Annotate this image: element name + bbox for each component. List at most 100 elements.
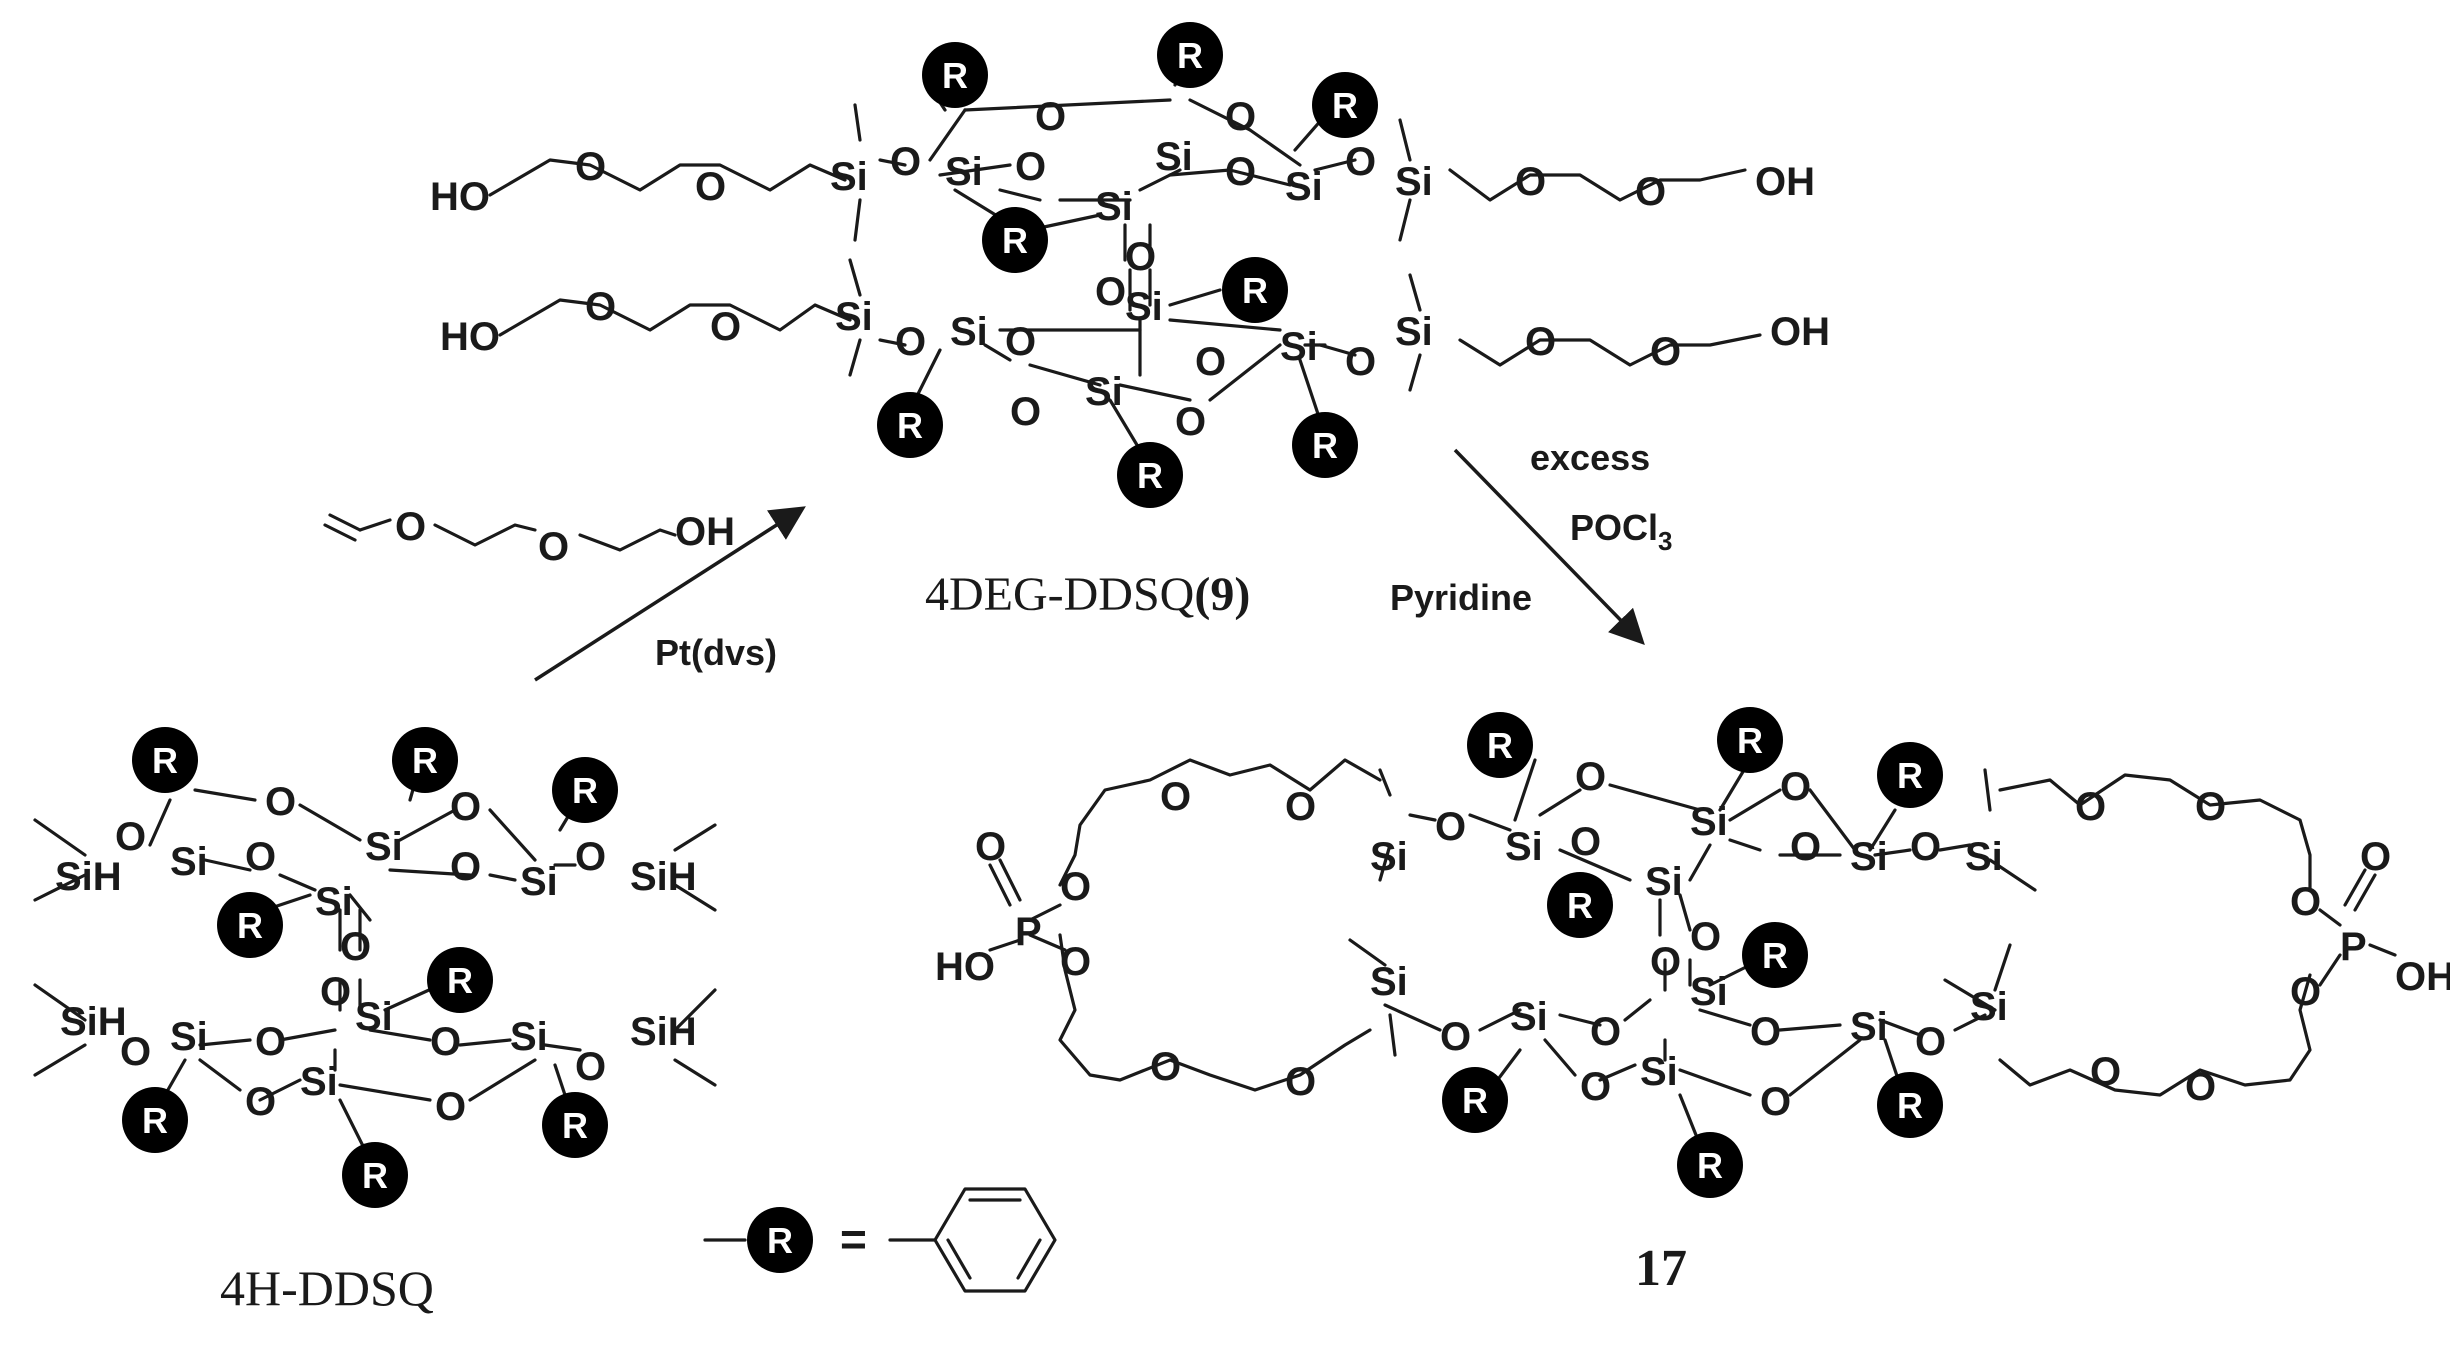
r-label: R	[1487, 725, 1513, 766]
o-label: O	[450, 845, 481, 889]
r-circle	[132, 727, 198, 793]
o-label: O	[265, 780, 296, 824]
p-label: P	[2340, 925, 2367, 969]
o-label: O	[1790, 825, 1821, 869]
r-label: R	[447, 960, 473, 1001]
r-label: R	[1177, 35, 1203, 76]
si-label: Si	[1395, 310, 1433, 354]
ether-o-label: O	[1525, 320, 1556, 364]
o-label: O	[1035, 95, 1066, 139]
o-label: O	[1125, 235, 1156, 279]
r-circle	[342, 1142, 408, 1208]
r-circle	[122, 1087, 188, 1153]
o-label: O	[245, 835, 276, 879]
o-label: O	[1195, 340, 1226, 384]
si-label: Si	[1690, 970, 1728, 1014]
r-circle	[1717, 707, 1783, 773]
o-label: O	[1345, 340, 1376, 384]
r-circle	[922, 42, 988, 108]
phosphate-right: O O P OH O	[2290, 835, 2450, 1014]
ether-o-label: O	[2195, 785, 2226, 829]
sih-label: SiH	[630, 855, 697, 899]
r-circle	[1442, 1067, 1508, 1133]
crown-ring-right-lower	[1998, 973, 2312, 1097]
p-o: O	[1060, 865, 1091, 909]
crown-ring-left	[1058, 758, 1382, 887]
r-circle	[1312, 72, 1378, 138]
si-label: Si	[315, 880, 353, 924]
sih-label: SiH	[55, 855, 122, 899]
o-label: O	[255, 1020, 286, 1064]
o-label: O	[1570, 820, 1601, 864]
si-label: Si	[1505, 825, 1543, 869]
sih-label: SiH	[630, 1010, 697, 1054]
r-groups-top: R R R R R R R R	[877, 22, 1378, 508]
o-label: O	[1225, 95, 1256, 139]
o-label: O	[1750, 1010, 1781, 1054]
o-label: O	[340, 925, 371, 969]
r-label: R	[1462, 1080, 1488, 1121]
o-label: O	[320, 970, 351, 1014]
si-label: Si	[835, 295, 873, 339]
cage-bonds	[33, 753, 717, 1152]
si-label: Si	[1640, 1050, 1678, 1094]
r-label: R	[897, 405, 923, 446]
cage-bonds	[1383, 758, 1987, 1147]
methyl-stubs	[848, 103, 1422, 392]
start-caption: 4H-DDSQ	[220, 1260, 434, 1316]
p-o: O	[2290, 880, 2321, 924]
o-label: O	[1910, 825, 1941, 869]
si-label: Si	[510, 1015, 548, 1059]
r-circle	[1467, 712, 1533, 778]
r-label: R	[1312, 425, 1338, 466]
ether-o-label: O	[1160, 775, 1191, 819]
si-label: Si	[365, 825, 403, 869]
si-label: Si	[300, 1060, 338, 1104]
r-circle	[427, 947, 493, 1013]
r-circle	[1742, 922, 1808, 988]
p-oxo: O	[2360, 835, 2391, 879]
r-circle	[392, 727, 458, 793]
catalyst-label: Pt(dvs)	[655, 632, 777, 673]
o-label: O	[1440, 1015, 1471, 1059]
ether-o-label: O	[695, 165, 726, 209]
r-groups-product: R R R R R R R R	[1442, 707, 1943, 1198]
o-label: O	[1175, 400, 1206, 444]
si-label: Si	[1395, 160, 1433, 204]
o-label: O	[430, 1020, 461, 1064]
phenyl-ring-icon	[933, 1187, 1057, 1293]
ether-o-label: O	[710, 305, 741, 349]
r-label: R	[142, 1100, 168, 1141]
si-label: Si	[1285, 165, 1323, 209]
reaction-arrow-2	[1453, 448, 1645, 646]
si-label: Si	[1850, 835, 1888, 879]
si-label: Si	[1085, 370, 1123, 414]
r-circle	[1877, 742, 1943, 808]
r-label: R	[237, 905, 263, 946]
r-circle	[982, 207, 1048, 273]
o-label: O	[575, 835, 606, 879]
si-label: Si	[1280, 325, 1318, 369]
r-circle	[552, 757, 618, 823]
r-label: R	[1137, 455, 1163, 496]
o-label: O	[1760, 1080, 1791, 1124]
deg-chain-top-right	[1448, 168, 1747, 202]
oh-label: OH	[1770, 310, 1830, 354]
legend-r-label: R	[767, 1220, 793, 1261]
r-circle	[1117, 442, 1183, 508]
sih-label: SiH	[60, 1000, 127, 1044]
r-label: R	[572, 770, 598, 811]
p-o: O	[1060, 940, 1091, 984]
r-label: R	[562, 1105, 588, 1146]
r-label: R	[362, 1155, 388, 1196]
ether-o-label: O	[1515, 160, 1546, 204]
r-label: R	[1762, 935, 1788, 976]
reagent-pocl3: POCl3	[1570, 507, 1672, 556]
reagent-vinyl-deg: O O OH	[323, 505, 735, 569]
r-circle	[877, 392, 943, 458]
si-label: Si	[1690, 800, 1728, 844]
ether-o-label: O	[1285, 1060, 1316, 1104]
r-label: R	[1002, 220, 1028, 261]
reaction-step-1: O O OH Pt(dvs)	[323, 505, 806, 682]
o-label: O	[1650, 940, 1681, 984]
